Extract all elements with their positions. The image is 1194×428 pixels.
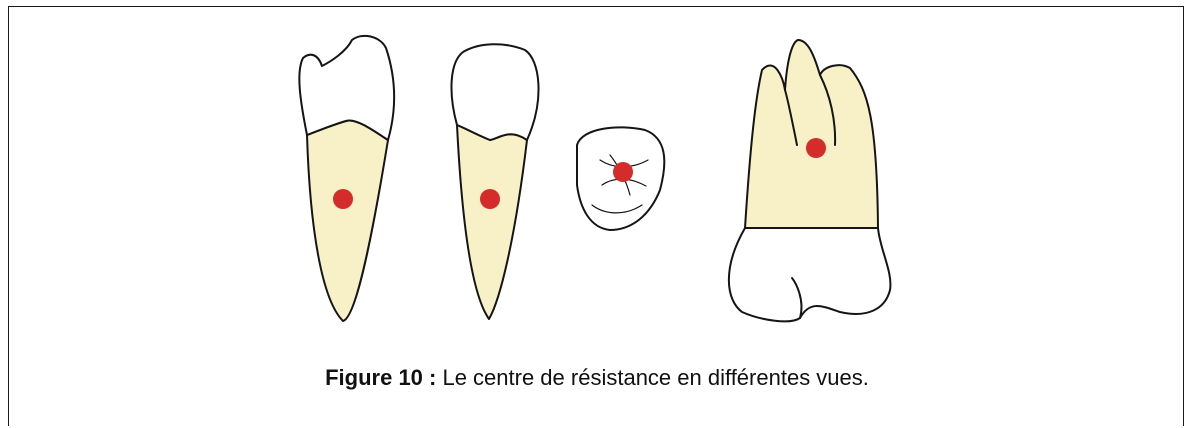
incisor-proximal-view (451, 44, 538, 319)
center-of-resistance-dot (333, 189, 353, 209)
molar-view (729, 40, 891, 321)
crown (729, 228, 891, 321)
center-of-resistance-dot (613, 162, 633, 182)
figure-caption: Figure 10 : Le centre de résistance en d… (0, 365, 1194, 391)
caption-text: Le centre de résistance en différentes v… (436, 365, 869, 390)
root-cross-section (577, 127, 664, 230)
root (457, 125, 527, 319)
center-of-resistance-dot (480, 189, 500, 209)
center-of-resistance-dot (806, 138, 826, 158)
root (307, 120, 388, 321)
root-trunk (745, 40, 878, 228)
incisor-labial-view (299, 36, 394, 321)
caption-label: Figure 10 : (325, 365, 436, 390)
crown (451, 44, 538, 140)
